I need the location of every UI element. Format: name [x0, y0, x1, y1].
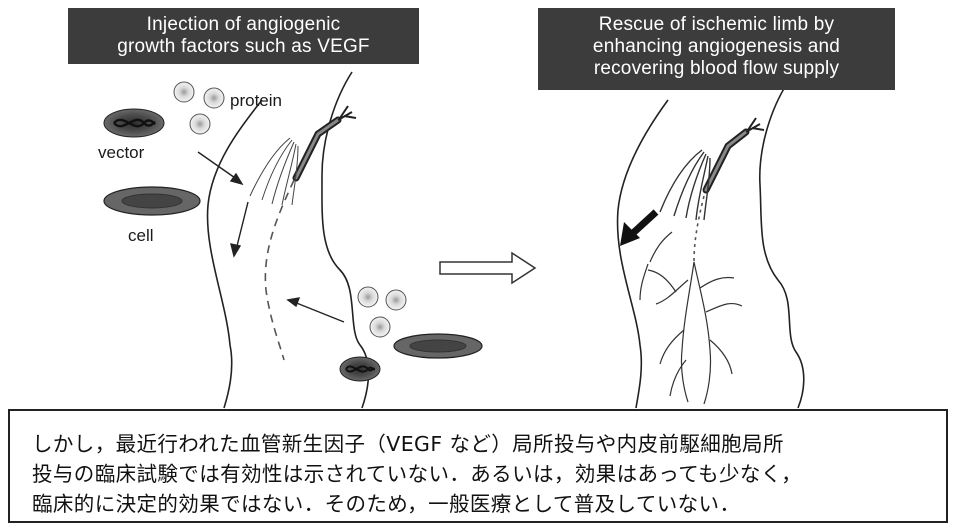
blood-flow-arrow-icon — [620, 212, 656, 246]
protein-sphere — [174, 82, 194, 102]
left-title-line: Injection of angiogenic — [74, 14, 413, 36]
caption-line: しかし，最近行われた血管新生因子（VEGF など）局所投与や内皮前駆細胞局所 — [32, 429, 926, 459]
cell-label: cell — [128, 226, 154, 246]
left-panel-title: Injection of angiogenic growth factors s… — [68, 8, 419, 64]
caption-line: 投与の臨床試験では有効性は示されていない．あるいは，効果はあっても少なく， — [32, 459, 926, 489]
right-limb-outline-right — [760, 82, 804, 408]
cell-icon-lower — [394, 334, 482, 358]
protein-spheres — [174, 82, 406, 337]
vector-icon — [104, 109, 164, 137]
right-panel-title: Rescue of ischemic limb by enhancing ang… — [538, 8, 895, 90]
left-injection-needle — [296, 106, 356, 178]
right-injection-needle — [706, 118, 764, 190]
protein-sphere — [386, 290, 406, 310]
caption-line: 臨床的に決定的効果ではない．そのため，一般医療として普及していない． — [32, 489, 926, 519]
right-title-line: enhancing angiogenesis and — [544, 36, 889, 58]
protein-sphere — [204, 88, 224, 108]
caption-box: しかし，最近行われた血管新生因子（VEGF など）局所投与や内皮前駆細胞局所 投… — [8, 409, 948, 523]
right-vessel-fan — [660, 150, 710, 220]
left-dashed-vessel — [265, 180, 294, 360]
left-limb — [208, 72, 369, 408]
transition-arrow-icon — [440, 253, 535, 283]
left-title-line: growth factors such as VEGF — [74, 36, 413, 58]
left-vessel-fan — [250, 138, 298, 205]
vector-icon-lower — [340, 357, 380, 381]
right-title-line: Rescue of ischemic limb by — [544, 14, 889, 36]
right-dashed-vessel — [694, 196, 704, 262]
protein-label: protein — [230, 91, 282, 111]
cell-icon — [104, 187, 200, 215]
protein-sphere — [370, 317, 390, 337]
right-title-line: recovering blood flow supply — [544, 58, 889, 80]
collateral-vessels — [640, 232, 742, 404]
protein-sphere — [190, 114, 210, 134]
vector-label: vector — [98, 143, 144, 163]
protein-sphere — [358, 287, 378, 307]
